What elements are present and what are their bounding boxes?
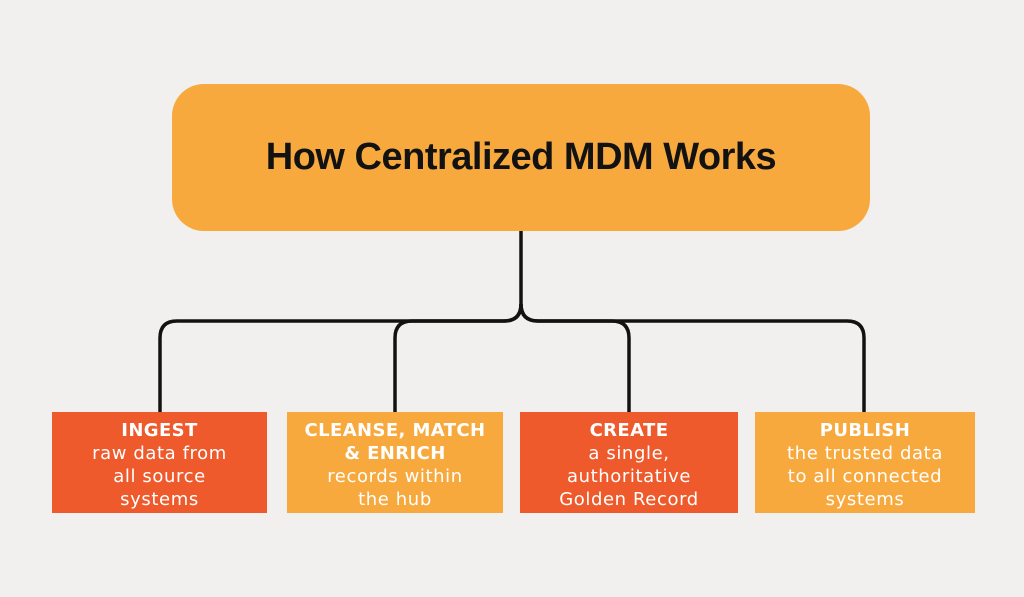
step-body-publish: the trusted data to all connected system… <box>787 443 943 510</box>
page-title: How Centralized MDM Works <box>265 136 777 178</box>
step-body-create: a single, authoritative Golden Record <box>559 443 699 510</box>
step-box-cleanse-match-enrich: CLEANSE, MATCH & ENRICH records within t… <box>287 412 503 513</box>
step-box-ingest: INGEST raw data from all source systems <box>52 412 267 513</box>
step-heading-ingest: INGEST <box>121 420 198 441</box>
title-box: How Centralized MDM Works <box>172 84 870 231</box>
step-body-cleanse-match-enrich: records within the hub <box>327 466 463 510</box>
step-box-create: CREATE a single, authoritative Golden Re… <box>520 412 738 513</box>
step-heading-publish: PUBLISH <box>819 420 911 441</box>
step-body-ingest: raw data from all source systems <box>92 443 227 510</box>
connector-branch-cleanse <box>393 303 523 413</box>
step-box-publish: PUBLISH the trusted data to all connecte… <box>755 412 975 513</box>
step-heading-create: CREATE <box>589 420 669 441</box>
connector-branch-publish <box>519 303 866 413</box>
step-heading-cleanse-match-enrich: CLEANSE, MATCH & ENRICH <box>304 420 486 464</box>
connector-group <box>158 229 866 413</box>
